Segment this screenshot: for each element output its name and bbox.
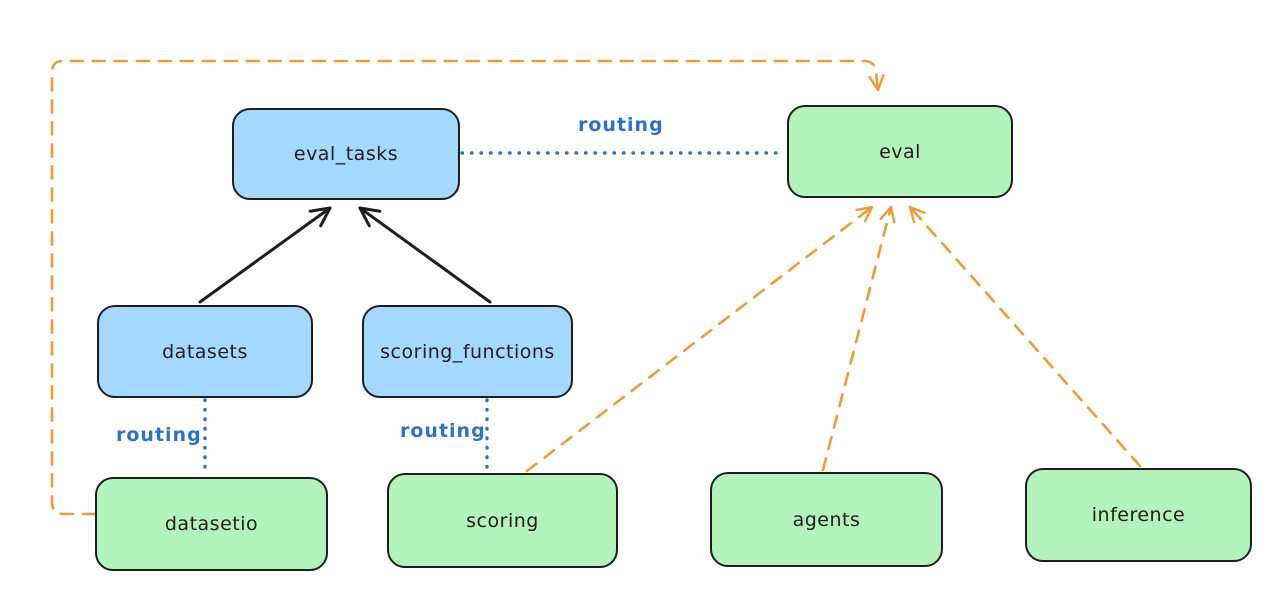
routing-label-scoring-functions-scoring: routing [400, 420, 486, 442]
node-scoring: scoring [387, 473, 618, 568]
node-datasets: datasets [97, 305, 313, 398]
edge-inference-to-eval [908, 205, 1142, 468]
node-eval-tasks: eval_tasks [232, 108, 460, 200]
node-scoring-functions-label: scoring_functions [380, 340, 555, 363]
node-agents: agents [710, 472, 943, 567]
edge-scoring-functions-to-eval-tasks [358, 206, 492, 304]
node-scoring-label: scoring [466, 509, 539, 532]
routing-label-datasets-datasetio: routing [116, 424, 202, 446]
edge-datasetio-to-eval [50, 59, 885, 516]
node-datasetio: datasetio [95, 477, 328, 571]
node-eval-tasks-label: eval_tasks [293, 143, 399, 165]
edge-agents-to-eval [821, 205, 896, 472]
edge-datasets-to-eval-tasks [198, 206, 332, 304]
node-eval: eval [787, 105, 1013, 198]
node-scoring-functions: scoring_functions [362, 305, 573, 398]
node-inference-label: inference [1091, 504, 1186, 526]
node-eval-label: eval [879, 140, 921, 163]
routing-label-eval-tasks-eval: routing [578, 114, 664, 136]
node-agents-label: agents [792, 508, 861, 531]
node-datasets-label: datasets [162, 340, 248, 363]
edge-scoring-to-eval [525, 205, 874, 473]
node-inference: inference [1025, 468, 1252, 562]
node-datasetio-label: datasetio [164, 513, 259, 535]
